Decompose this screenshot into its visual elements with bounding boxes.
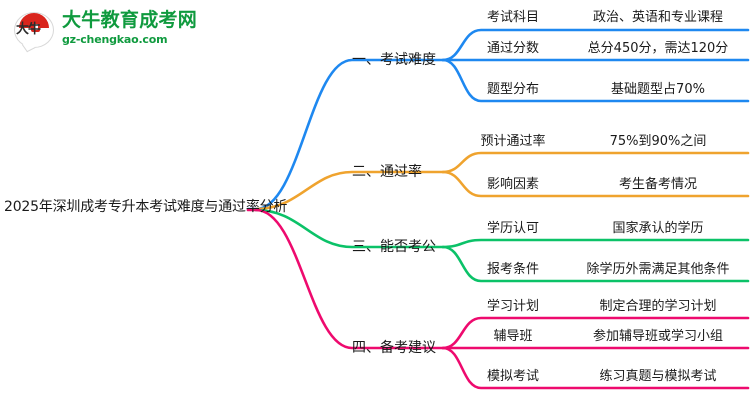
leaf-value: 基础题型占70% [611,82,705,97]
leaf-key: 学历认可 [486,221,539,236]
red-cap-shape [19,13,49,28]
branch-1-fork-down [441,58,750,103]
leaf-value: 总分450分，需达120分 [587,41,729,56]
leaf-value: 除学历外需满足其他条件 [586,262,730,277]
branch-2-spine [254,170,445,211]
logo-mark-text: 大牛 [16,22,41,37]
leaf-value: 考生备考情况 [618,177,697,192]
leaf-row[interactable]: 影响因素 考生备考情况 [458,176,748,194]
leaf-value: 练习真题与模拟考试 [599,369,717,384]
branch-label-2[interactable]: 二、通过率 [352,164,422,180]
leaf-key: 模拟考试 [486,369,539,384]
branch-label-4[interactable]: 四、备考建议 [352,340,436,356]
leaf-key: 学习计划 [486,299,539,314]
leaf-value: 制定合理的学习计划 [599,299,717,314]
leaf-key: 预计通过率 [480,134,546,149]
leaf-row[interactable]: 辅导班 参加辅导班或学习小组 [458,328,748,346]
brand-name-cn: 大牛教育成考网 [62,9,198,31]
leaf-row[interactable]: 报考条件 除学历外需满足其他条件 [458,261,748,279]
root-node-label[interactable]: 2025年深圳成考专升本考试难度与通过率分析 [4,199,288,215]
leaf-key: 辅导班 [493,329,533,344]
leaf-key: 考试科目 [486,10,539,25]
leaf-value: 政治、英语和专业课程 [592,10,723,25]
branch-3-fork-up [441,238,750,249]
leaf-row[interactable]: 学习计划 制定合理的学习计划 [458,298,748,316]
leaf-value: 75%到90%之间 [609,134,707,149]
leaf-row[interactable]: 考试科目 政治、英语和专业课程 [458,9,748,27]
leaf-value: 参加辅导班或学习小组 [592,329,723,344]
logo-wordmark: 大牛教育成考网 gz-chengkao.com [62,9,202,47]
leaf-row[interactable]: 通过分数 总分450分，需达120分 [458,40,748,58]
leaf-row[interactable]: 题型分布 基础题型占70% [458,81,748,99]
leaf-key: 通过分数 [486,41,539,56]
branch-1-spine [254,58,445,211]
site-logo: 大牛 大牛教育成考网 gz-chengkao.com [12,6,202,56]
brand-website-url: gz-chengkao.com [62,33,168,46]
leaf-row[interactable]: 预计通过率 75%到90%之间 [458,133,748,151]
branch-3-fork-down [441,245,750,283]
branch-2-fork-down [441,170,750,198]
branch-label-3[interactable]: 三、能否考公 [352,239,436,255]
leaf-row[interactable]: 学历认可 国家承认的学历 [458,220,748,238]
branch-label-1[interactable]: 一、考试难度 [352,52,436,68]
branch-4-fork-down [441,346,750,390]
branch-3-spine [254,208,445,249]
leaf-key: 影响因素 [486,177,539,192]
branch-4-spine [254,208,445,350]
leaf-key: 题型分布 [486,82,539,97]
leaf-value: 国家承认的学历 [612,221,704,236]
logo-mark-icon: 大牛 [12,10,56,53]
leaf-key: 报考条件 [486,262,539,277]
leaf-row[interactable]: 模拟考试 练习真题与模拟考试 [458,368,748,386]
branch-2-fork-up [441,151,750,174]
red-cap-dot [33,24,38,30]
